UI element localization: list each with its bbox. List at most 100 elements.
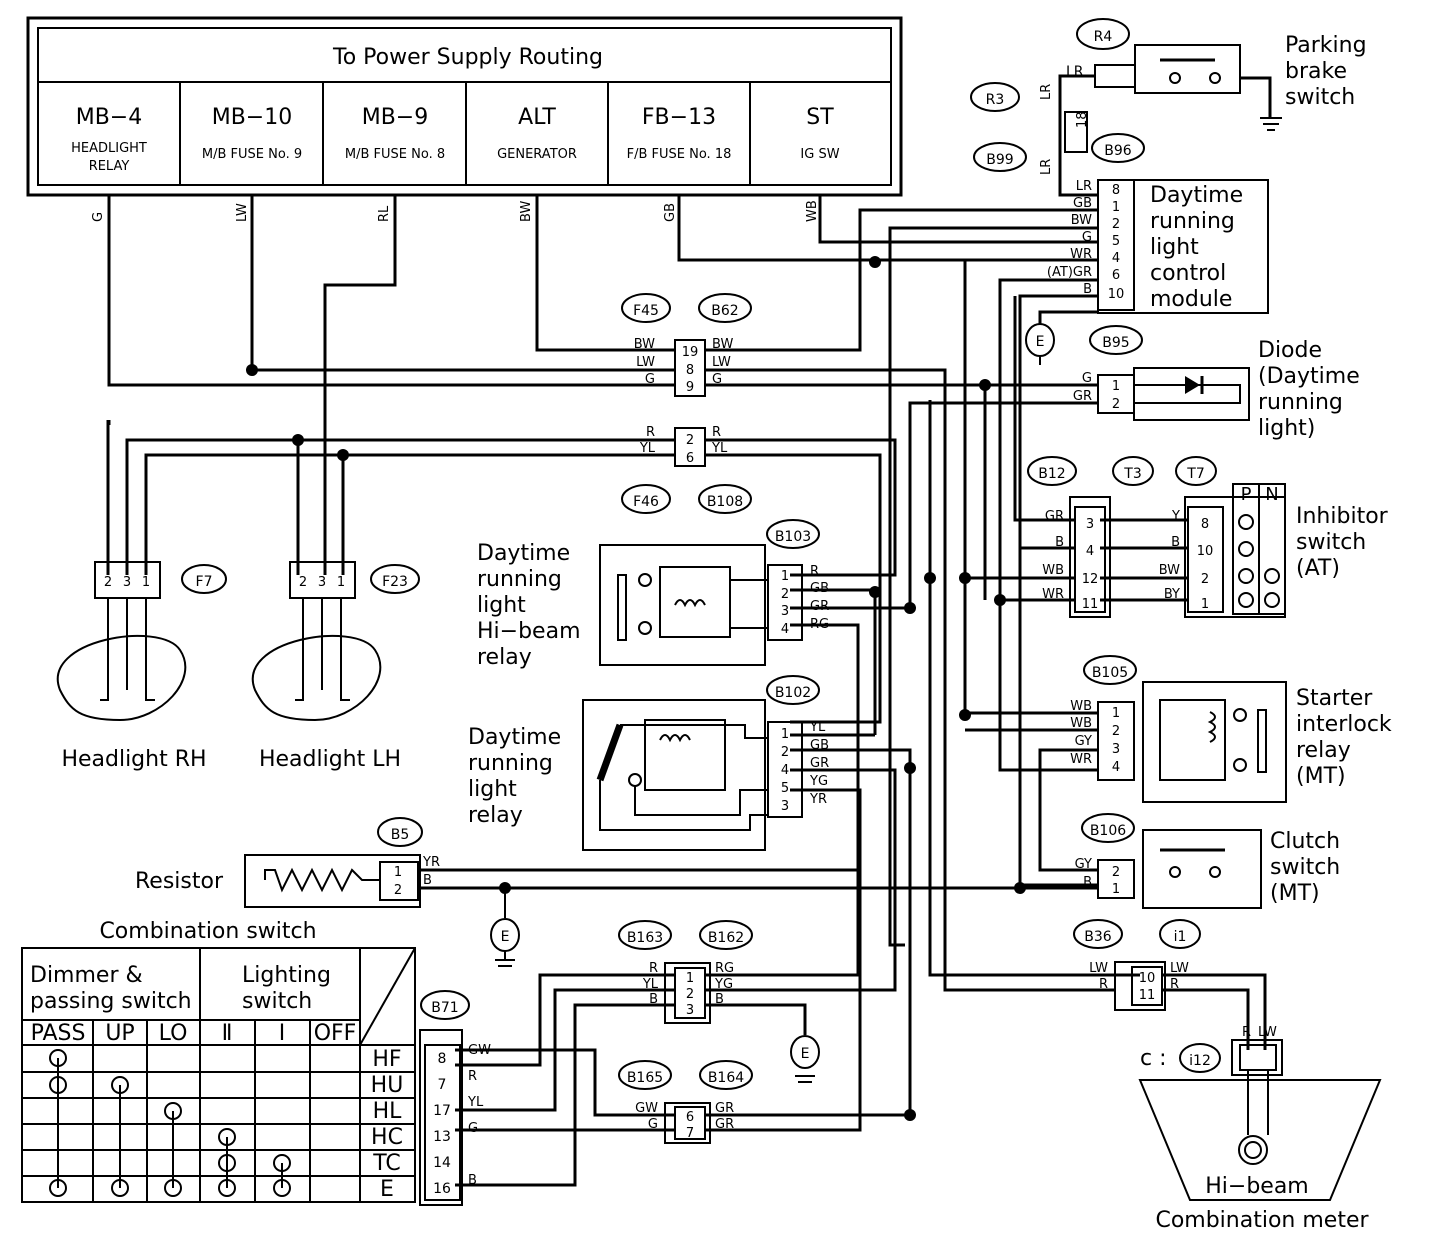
mb10-id: MB−10 xyxy=(212,105,293,130)
svg-text:8: 8 xyxy=(1112,183,1120,198)
svg-text:passing switch: passing switch xyxy=(30,989,192,1014)
connector-b71: B71 8 7 17 13 14 16 GW R YL G B xyxy=(419,990,491,1206)
svg-text:1: 1 xyxy=(781,569,789,584)
svg-text:B36: B36 xyxy=(1084,929,1112,945)
svg-text:1: 1 xyxy=(1112,882,1120,897)
svg-text:GR: GR xyxy=(715,1117,734,1132)
svg-text:F23: F23 xyxy=(382,574,408,590)
svg-text:1: 1 xyxy=(686,971,694,986)
svg-text:5: 5 xyxy=(781,781,789,796)
clutch-switch: B106 2 1 GY B Clutch switch (MT) xyxy=(1075,813,1340,909)
svg-text:R: R xyxy=(1099,977,1108,992)
svg-text:running: running xyxy=(468,751,553,776)
r3-wire: LR xyxy=(1039,84,1054,100)
mb4-id: MB−4 xyxy=(76,105,143,130)
svg-text:i1: i1 xyxy=(1174,929,1187,945)
svg-text:B162: B162 xyxy=(708,930,744,946)
svg-text:1: 1 xyxy=(1112,706,1120,721)
svg-text:Y: Y xyxy=(1171,509,1180,524)
parking-2: brake xyxy=(1285,59,1347,84)
svg-text:RG: RG xyxy=(715,961,734,976)
svg-text:running: running xyxy=(1150,209,1235,234)
svg-text:F46: F46 xyxy=(633,494,659,510)
svg-text:Dimmer &: Dimmer & xyxy=(30,963,143,988)
svg-text:16: 16 xyxy=(433,1181,451,1197)
parking-3: switch xyxy=(1285,85,1355,110)
svg-text:F45: F45 xyxy=(633,303,659,319)
connector-f45: F45 B62 19 8 9 BW LW G BW LW G xyxy=(621,293,752,397)
svg-text:LW: LW xyxy=(1258,1025,1277,1040)
mb4-sub: HEADLIGHT xyxy=(71,141,147,156)
svg-text:E: E xyxy=(501,929,510,945)
svg-text:OFF: OFF xyxy=(314,1021,357,1046)
svg-text:BW: BW xyxy=(712,337,733,352)
drl-relay: B102 1 2 4 5 3 YL GB GR YG YR Daytime ru… xyxy=(468,675,829,851)
drl-control-module: R3 B99 B96 18 LR LR 8 1 2 5 4 6 10 LR GB… xyxy=(970,82,1269,365)
ground-label: E xyxy=(1036,334,1045,350)
svg-text:12: 12 xyxy=(1082,572,1099,587)
svg-text:10: 10 xyxy=(1108,287,1125,302)
svg-text:B62: B62 xyxy=(711,303,738,319)
svg-text:light): light) xyxy=(1258,416,1315,441)
power-supply-box: To Power Supply Routing MB−4 MB−10 MB−9 … xyxy=(26,16,903,222)
svg-text:GW: GW xyxy=(468,1043,491,1058)
svg-text:B95: B95 xyxy=(1102,335,1129,351)
svg-text:B: B xyxy=(1083,875,1092,890)
svg-text:3: 3 xyxy=(123,575,131,590)
svg-text:WR: WR xyxy=(1042,587,1064,602)
svg-text:Combination meter: Combination meter xyxy=(1155,1208,1369,1233)
svg-text:R: R xyxy=(1170,977,1179,992)
wire-label-gb: GB xyxy=(663,203,678,222)
svg-text:switch: switch xyxy=(1296,530,1366,555)
svg-text:2: 2 xyxy=(104,575,112,590)
starter-interlock-relay: B105 1 2 3 4 WB WB GY WR Starter interlo… xyxy=(1070,655,1392,803)
svg-text:6: 6 xyxy=(1112,268,1120,283)
r3-label: R3 xyxy=(986,92,1005,108)
svg-text:6: 6 xyxy=(686,451,694,466)
svg-text:Hi−beam: Hi−beam xyxy=(1205,1174,1309,1199)
svg-text:G: G xyxy=(648,1117,658,1132)
svg-text:4: 4 xyxy=(1112,251,1120,266)
svg-text:B: B xyxy=(1055,535,1064,550)
svg-text:GB: GB xyxy=(810,738,829,753)
svg-text:B12: B12 xyxy=(1038,466,1065,482)
svg-text:LW: LW xyxy=(636,355,655,370)
svg-text:5: 5 xyxy=(1112,234,1120,249)
svg-text:6: 6 xyxy=(686,1110,694,1125)
svg-text:Diode: Diode xyxy=(1258,338,1322,363)
headlight-lh: F23 2 3 1 Headlight LH xyxy=(251,561,420,772)
svg-text:GR: GR xyxy=(1045,509,1064,524)
svg-text:1: 1 xyxy=(142,575,150,590)
svg-text:GR: GR xyxy=(1073,389,1092,404)
svg-text:BW: BW xyxy=(1071,213,1092,228)
svg-text:GR: GR xyxy=(810,756,829,771)
svg-text:R: R xyxy=(646,425,655,440)
svg-text:B106: B106 xyxy=(1090,823,1126,839)
svg-text:3: 3 xyxy=(318,575,326,590)
svg-text:R: R xyxy=(712,425,721,440)
svg-text:T7: T7 xyxy=(1186,466,1204,482)
svg-text:E: E xyxy=(380,1177,394,1202)
svg-text:9: 9 xyxy=(686,380,694,395)
svg-text:(Daytime: (Daytime xyxy=(1258,364,1360,389)
svg-text:2: 2 xyxy=(781,745,789,760)
svg-text:(MT): (MT) xyxy=(1296,764,1346,789)
svg-text:WR: WR xyxy=(1070,752,1092,767)
svg-text:Daytime: Daytime xyxy=(1150,183,1243,208)
alt-sub: GENERATOR xyxy=(497,147,577,162)
b99-wire: LR xyxy=(1039,159,1054,175)
resistor: B5 1 2 YR B Resistor xyxy=(135,817,440,908)
svg-text:GR: GR xyxy=(810,599,829,614)
svg-text:G: G xyxy=(645,372,655,387)
svg-text:Daytime: Daytime xyxy=(468,725,561,750)
alt-id: ALT xyxy=(518,105,556,130)
svg-text:GR: GR xyxy=(715,1101,734,1116)
svg-text:GY: GY xyxy=(1075,734,1092,749)
b96-pins: 8 1 2 5 4 6 10 xyxy=(1108,183,1125,302)
svg-text:1: 1 xyxy=(1201,597,1209,612)
svg-text:BY: BY xyxy=(1164,587,1180,602)
svg-text:2: 2 xyxy=(299,575,307,590)
b99-label: B99 xyxy=(986,152,1013,168)
mb9-sub: M/B FUSE No. 8 xyxy=(345,147,445,162)
fb13-sub: F/B FUSE No. 18 xyxy=(627,147,732,162)
